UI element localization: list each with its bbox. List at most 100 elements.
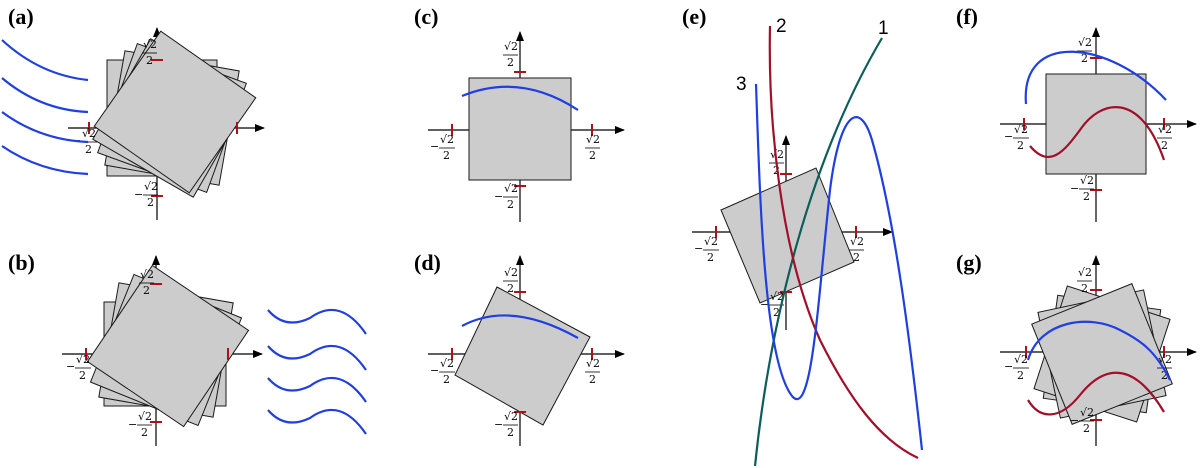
panel-g: (g) √2 2 − √2 2 √2 2 −: [956, 250, 1197, 446]
curve-2-red: [768, 25, 919, 459]
wave-curve: [267, 408, 367, 435]
tick-label-right: √2 2: [849, 235, 864, 264]
svg-text:√2: √2: [1014, 353, 1028, 366]
tick-label-left: − √2 2: [694, 235, 719, 264]
square-stack: [1031, 283, 1173, 425]
panel-a: (a) √2 2 − √2 2 − √2: [1, 4, 265, 220]
panel-d: (d) √2 2 − √2 2 √2 2 − √2 2: [414, 250, 625, 446]
square: [93, 30, 257, 194]
svg-text:2: 2: [443, 149, 450, 162]
wave-curve: [1, 111, 89, 144]
svg-text:2: 2: [443, 373, 450, 386]
panel-label: (f): [956, 4, 978, 29]
panel-c: (c) √2 2 − √2 2 √2 2 − √2 2: [414, 4, 625, 222]
tick-label-bottom: − √2 2: [1070, 174, 1094, 203]
svg-text:2: 2: [1161, 139, 1168, 152]
tick-label-right: √2 2: [585, 133, 600, 162]
svg-text:√2: √2: [1158, 353, 1172, 366]
svg-text:−: −: [1004, 360, 1013, 373]
svg-text:2: 2: [1083, 422, 1090, 435]
tick-label-left: − √2 2: [430, 357, 455, 386]
blue-curve: [461, 314, 579, 339]
panel-label: (g): [956, 250, 982, 275]
svg-text:√2: √2: [440, 133, 454, 146]
wave-curve: [267, 376, 367, 403]
svg-text:√2: √2: [704, 235, 718, 248]
svg-text:2: 2: [1081, 52, 1088, 65]
svg-text:√2: √2: [770, 148, 784, 161]
svg-text:−: −: [134, 188, 143, 201]
svg-text:2: 2: [143, 284, 150, 297]
svg-text:√2: √2: [144, 180, 158, 193]
svg-text:2: 2: [507, 426, 514, 439]
panel-b: (b) √2 2 − √2 2 − √2 2: [8, 250, 367, 446]
tick-label-top: √2 2: [139, 268, 154, 297]
svg-text:−: −: [430, 364, 439, 377]
tick-label-right: √2 2: [585, 357, 600, 386]
svg-text:2: 2: [146, 54, 153, 67]
svg-text:2: 2: [507, 282, 514, 295]
svg-text:2: 2: [1017, 139, 1024, 152]
svg-text:√2: √2: [504, 410, 518, 423]
svg-text:−: −: [494, 190, 503, 203]
svg-text:−: −: [128, 418, 137, 431]
svg-text:−: −: [760, 298, 769, 311]
svg-text:√2: √2: [586, 133, 600, 146]
svg-text:2: 2: [507, 198, 514, 211]
svg-text:√2: √2: [504, 182, 518, 195]
tick-label-top: √2 2: [1077, 36, 1092, 65]
svg-text:2: 2: [773, 306, 780, 319]
wave-curve: [1, 77, 89, 114]
wave-curve: [267, 344, 367, 371]
svg-text:2: 2: [589, 373, 596, 386]
svg-text:−: −: [1070, 414, 1079, 427]
curve-label-1: 1: [878, 18, 889, 39]
svg-text:√2: √2: [143, 38, 157, 51]
tick-label-bottom: − √2 2: [134, 180, 158, 209]
svg-text:√2: √2: [1080, 174, 1094, 187]
svg-text:√2: √2: [586, 357, 600, 370]
blue-curve: [461, 85, 579, 111]
tick-label-left: − √2 2: [66, 353, 91, 382]
svg-text:2: 2: [85, 143, 92, 156]
tick-label-left: − √2 2: [1004, 353, 1029, 382]
svg-text:2: 2: [1161, 369, 1168, 382]
square: [1045, 73, 1147, 175]
svg-text:−: −: [430, 140, 439, 153]
svg-text:√2: √2: [1078, 266, 1092, 279]
tick-label-left: − √2 2: [1004, 123, 1029, 152]
curve-1-green: [753, 37, 883, 467]
panel-e: (e) √2 2 − √2 2 √2 2 − √2 2: [682, 4, 924, 467]
svg-text:√2: √2: [504, 40, 518, 53]
tick-label-top: √2 2: [1077, 266, 1092, 295]
svg-text:√2: √2: [138, 410, 152, 423]
tick-label-bottom: − √2 2: [494, 410, 518, 439]
svg-text:√2: √2: [1080, 406, 1094, 419]
red-curve: [1027, 371, 1165, 416]
svg-text:√2: √2: [850, 235, 864, 248]
svg-text:√2: √2: [140, 268, 154, 281]
square-stack: [92, 30, 257, 198]
incident-waves: [1, 39, 89, 176]
svg-text:2: 2: [1083, 190, 1090, 203]
scattered-waves: [267, 308, 367, 435]
svg-text:2: 2: [589, 149, 596, 162]
svg-text:−: −: [494, 418, 503, 431]
panel-label: (a): [8, 4, 34, 29]
svg-text:√2: √2: [504, 266, 518, 279]
svg-text:√2: √2: [82, 127, 96, 140]
svg-text:√2: √2: [1158, 123, 1172, 136]
tick-label-top: √2 2: [142, 38, 157, 67]
svg-text:2: 2: [853, 251, 860, 264]
panel-f: (f) √2 2 − √2 2 √2 2 − √2 2: [956, 4, 1197, 222]
svg-text:√2: √2: [1078, 36, 1092, 49]
panel-label: (d): [414, 250, 441, 275]
rotated-square: [454, 286, 591, 426]
svg-text:−: −: [66, 360, 75, 373]
tick-label-bottom: − √2 2: [1070, 406, 1094, 435]
panel-label: (b): [8, 250, 35, 275]
svg-text:−: −: [694, 242, 703, 255]
svg-text:2: 2: [141, 426, 148, 439]
square: [1031, 283, 1173, 425]
blue-curve: [1026, 320, 1171, 381]
